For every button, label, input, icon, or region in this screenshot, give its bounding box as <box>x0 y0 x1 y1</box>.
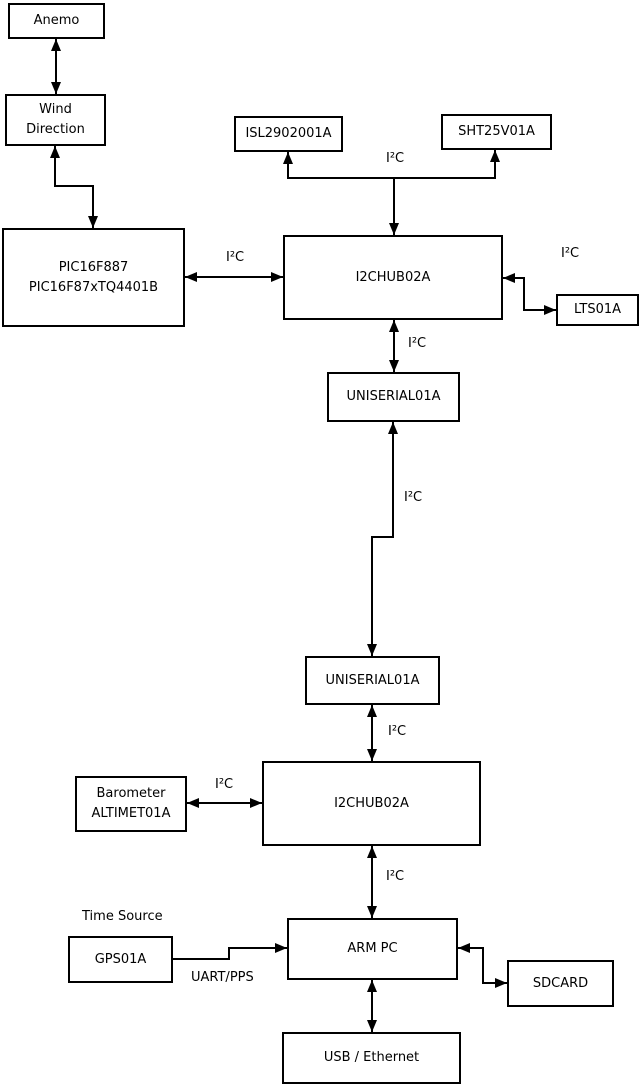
node-wind-direction-label: Wind Direction <box>26 102 85 137</box>
edge-label-i2c-barometer-hub: I²C <box>215 777 234 792</box>
connector-hub-armpc <box>367 846 377 918</box>
node-anemo: Anemo <box>8 3 105 39</box>
node-usb-ethernet: USB / Ethernet <box>282 1032 461 1084</box>
node-i2c-hub-bottom: I2CHUB02A <box>262 761 481 846</box>
node-sdcard: SDCARD <box>507 960 614 1007</box>
node-usb-ethernet-label: USB / Ethernet <box>323 1050 420 1065</box>
connector-armpc-usb <box>367 980 377 1032</box>
node-lts01a: LTS01A <box>556 294 639 326</box>
node-pic-label: PIC16F887 PIC16F87xTQ4401B <box>28 259 159 295</box>
node-gps-label: GPS01A <box>94 951 147 967</box>
node-uniserial-bottom-label: UNISERIAL01A <box>325 672 420 688</box>
edge-label-i2c-long-link: I²C <box>404 490 423 505</box>
node-pic-microcontroller: PIC16F887 PIC16F87xTQ4401B <box>2 228 185 327</box>
node-anemo-label: Anemo <box>33 13 80 28</box>
connector-hub-lts <box>503 273 556 315</box>
connector-barometer-hub <box>187 798 262 808</box>
node-arm-pc: ARM PC <box>287 918 458 980</box>
node-i2c-hub-top: I2CHUB02A <box>283 235 503 320</box>
connector-armpc-sdcard <box>458 943 507 988</box>
edge-label-i2c-hub-lts: I²C <box>561 246 580 261</box>
connector-hub-isl-sht <box>283 150 500 235</box>
edge-label-i2c-pic-hub: I²C <box>226 250 245 265</box>
node-sht-label: SHT25V01A <box>458 124 535 139</box>
connector-hub-uniserial-top <box>389 320 399 372</box>
edge-label-i2c-isl-sht: I²C <box>386 151 405 166</box>
edge-label-uart-pps: UART/PPS <box>191 970 254 985</box>
edge-label-i2c-hub-uniserial: I²C <box>408 336 427 351</box>
connector-anemo-wind <box>51 39 61 94</box>
node-isl-label: ISL2902001A <box>245 126 332 141</box>
node-gps01a: GPS01A <box>68 936 173 983</box>
node-wind-direction: Wind Direction <box>5 94 106 146</box>
node-uniserial-top: UNISERIAL01A <box>327 372 460 422</box>
node-i2c-hub-top-label: I2CHUB02A <box>355 269 431 285</box>
connector-pic-hub <box>185 272 283 282</box>
node-uniserial-bottom: UNISERIAL01A <box>305 656 440 705</box>
edge-label-i2c-uniserial-hub: I²C <box>388 724 407 739</box>
connector-uniserial-long-link <box>367 422 398 656</box>
connector-uniserial-hub-bottom <box>367 705 377 761</box>
node-isl2902001a: ISL2902001A <box>234 116 343 152</box>
node-i2c-hub-bottom-label: I2CHUB02A <box>334 795 409 811</box>
node-lts-label: LTS01A <box>573 302 622 317</box>
node-uniserial-top-label: UNISERIAL01A <box>346 389 441 404</box>
node-arm-pc-label: ARM PC <box>347 941 398 956</box>
node-barometer-label: Barometer ALTIMET01A <box>91 786 171 821</box>
node-sht25v01a: SHT25V01A <box>441 114 552 150</box>
connector-wind-pic <box>50 146 98 228</box>
node-barometer: Barometer ALTIMET01A <box>75 776 187 832</box>
edge-label-i2c-hub-armpc: I²C <box>386 869 405 884</box>
node-sdcard-label: SDCARD <box>532 975 589 991</box>
label-time-source: Time Source <box>82 909 163 924</box>
connector-gps-armpc <box>173 943 287 960</box>
